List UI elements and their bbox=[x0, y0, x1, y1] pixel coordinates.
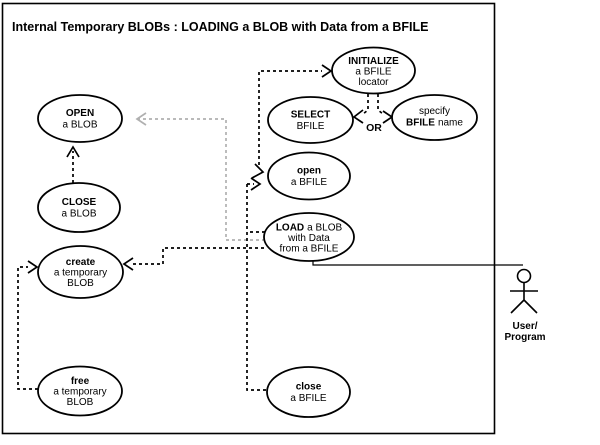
connector-free-to-create-temp-blob bbox=[17, 260, 39, 390]
usecase-select-bfile: SELECT BFILE bbox=[267, 96, 354, 144]
svg-text:a temporary: a temporary bbox=[53, 387, 106, 398]
actor-icon bbox=[510, 268, 538, 314]
arrowhead-right-icon bbox=[27, 260, 39, 274]
arrowhead-right-icon bbox=[250, 177, 262, 191]
usecase-open-blob: OPEN a BLOB bbox=[37, 94, 123, 143]
svg-text:with Data: with Data bbox=[287, 233, 330, 244]
connector-close-blob-to-open-blob bbox=[66, 145, 80, 183]
usecase-open-bfile: open a BFILE bbox=[267, 151, 351, 201]
connector-load-to-create-temp-blob bbox=[122, 247, 264, 271]
arrowhead-left-icon bbox=[122, 257, 134, 271]
svg-text:a BFILE: a BFILE bbox=[355, 67, 391, 78]
arrowhead-right-icon bbox=[382, 110, 394, 124]
usecase-create-temp-blob: create a temporary BLOB bbox=[37, 245, 124, 299]
svg-text:BLOB: BLOB bbox=[67, 397, 94, 408]
svg-text:a BLOB: a BLOB bbox=[62, 120, 97, 131]
usecase-close-bfile: close a BFILE bbox=[266, 366, 351, 418]
svg-text:a BFILE: a BFILE bbox=[290, 393, 326, 404]
usecase-free-temp-blob-label: free bbox=[71, 376, 90, 387]
svg-text:a BFILE: a BFILE bbox=[291, 177, 327, 188]
usecase-close-bfile-label: close bbox=[296, 382, 322, 393]
svg-text:locator: locator bbox=[358, 77, 389, 88]
usecase-free-temp-blob: free a temporary BLOB bbox=[37, 365, 123, 417]
usecase-initialize-bfile-label: INITIALIZE bbox=[348, 56, 399, 67]
svg-text:a BLOB: a BLOB bbox=[61, 209, 96, 220]
connector-to-initialize-bfile bbox=[251, 64, 333, 179]
connector-load-to-open-bfile-and-close-bfile bbox=[246, 177, 267, 391]
svg-text:BLOB: BLOB bbox=[67, 278, 94, 289]
svg-text:BFILE: BFILE bbox=[297, 121, 325, 132]
actor-label-line1: User/ bbox=[512, 321, 537, 332]
diagram-title: Internal Temporary BLOBs : LOADING a BLO… bbox=[12, 20, 428, 34]
usecase-initialize-bfile: INITIALIZE a BFILE locator bbox=[331, 46, 416, 95]
usecase-load-blob-label: LOAD bbox=[276, 223, 304, 234]
arrowhead-right-icon bbox=[321, 64, 333, 78]
actor-label-line2: Program bbox=[504, 332, 545, 343]
usecase-close-blob: CLOSE a BLOB bbox=[37, 182, 121, 233]
usecase-create-temp-blob-label: create bbox=[66, 257, 96, 268]
usecase-open-bfile-label: open bbox=[297, 166, 321, 177]
system-boundary-box bbox=[1, 2, 496, 435]
arrowhead-diagonal-icon bbox=[251, 163, 265, 179]
connector-load-to-open-blob-optional bbox=[135, 112, 265, 241]
connector-or-fork: OR bbox=[352, 94, 394, 134]
association-load-to-actor bbox=[312, 254, 523, 266]
arrowhead-left-icon bbox=[352, 109, 364, 124]
usecase-open-blob-label: OPEN bbox=[66, 108, 94, 119]
svg-text:a temporary: a temporary bbox=[54, 268, 107, 279]
or-label: OR bbox=[366, 122, 382, 134]
usecase-select-bfile-label: SELECT bbox=[291, 110, 330, 121]
actor-user-program: User/ Program bbox=[504, 268, 546, 343]
svg-text:from a BFILE: from a BFILE bbox=[280, 244, 339, 255]
arrowhead-left-icon bbox=[135, 112, 147, 126]
arrowhead-up-icon bbox=[66, 145, 80, 158]
usecase-close-blob-label: CLOSE bbox=[62, 197, 97, 208]
usecase-specify-bfile-label: specify bbox=[419, 106, 450, 117]
